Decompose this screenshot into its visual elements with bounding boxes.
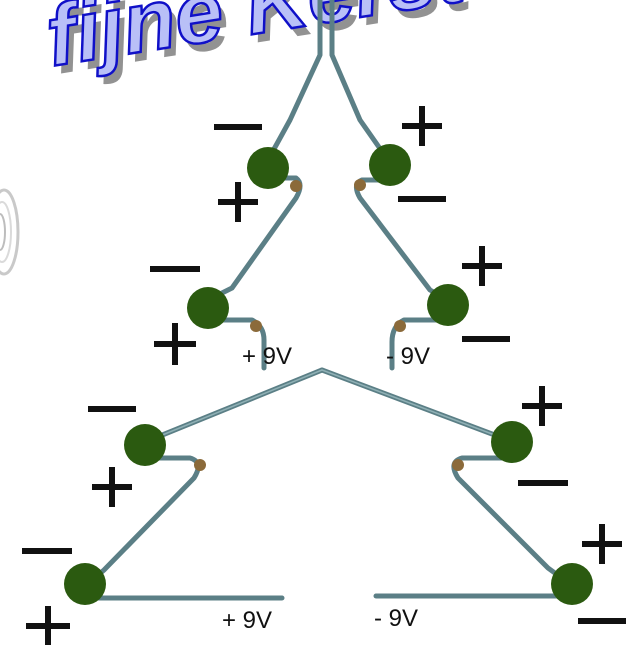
swirl-ornament-icon (0, 188, 20, 276)
wire-segment (85, 455, 201, 587)
plus-sign (402, 106, 442, 146)
plus-sign (154, 323, 196, 365)
plus-signs (26, 106, 622, 645)
polarity-signs (22, 124, 626, 624)
label-plus-9v-bottom: + 9V (222, 607, 272, 634)
led (354, 144, 411, 191)
circuit-wires (85, 0, 575, 601)
plus-sign (522, 386, 562, 426)
minus-sign (214, 124, 262, 130)
minus-sign (22, 548, 72, 554)
minus-sign (88, 406, 136, 412)
led (394, 284, 469, 332)
headline-wordart: fijne Kerst fijne Kerst (39, 0, 480, 93)
minus-sign (462, 336, 510, 342)
plus-sign (582, 524, 622, 564)
led (452, 421, 533, 471)
label-minus-9v-top: - 9V (386, 343, 430, 370)
label-plus-9v-top: + 9V (242, 343, 292, 370)
trunk-wire (329, 0, 391, 163)
minus-sign (518, 480, 568, 486)
plus-sign (218, 182, 258, 222)
wire-highlight (149, 369, 323, 441)
led (247, 147, 302, 192)
circuit-wire-highlights (149, 369, 509, 441)
led (64, 563, 106, 605)
wire-segment (205, 175, 303, 303)
minus-sign (578, 618, 626, 624)
minus-sign (398, 196, 446, 202)
led-group (64, 144, 593, 605)
minus-sign (150, 266, 200, 272)
led (551, 563, 593, 605)
wire-segment (451, 455, 573, 587)
trunk-wire (265, 0, 323, 163)
plus-sign (462, 246, 502, 286)
plus-sign (26, 606, 70, 645)
led (187, 287, 262, 332)
plus-sign (92, 467, 132, 507)
label-minus-9v-bottom: - 9V (374, 605, 418, 632)
wire-highlight (321, 369, 509, 441)
led (124, 424, 206, 471)
headline-text: fijne Kerst (40, 0, 474, 85)
